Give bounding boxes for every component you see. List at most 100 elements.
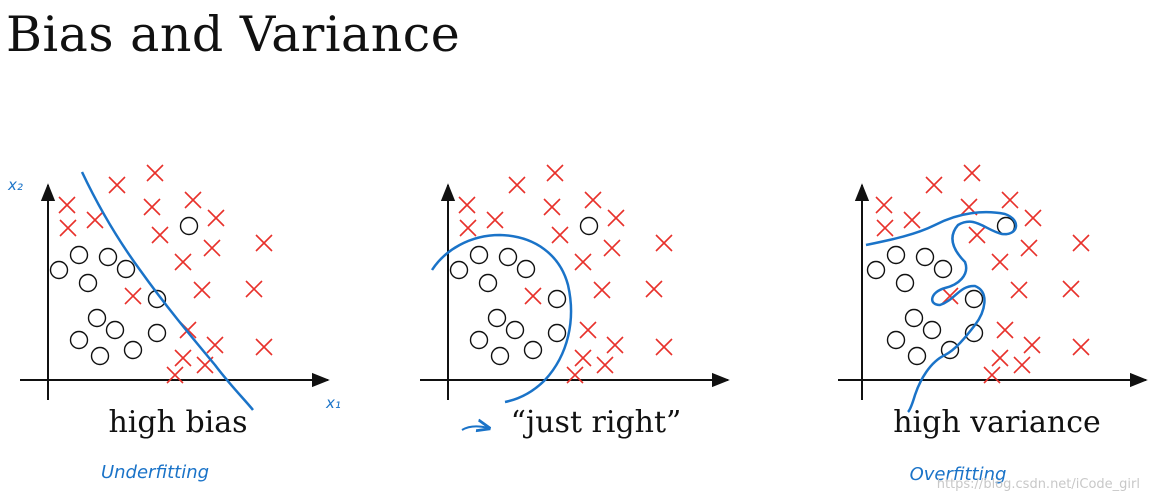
cross-marker — [203, 239, 221, 257]
cross-marker — [941, 287, 959, 305]
curved-decision-boundary — [430, 233, 573, 404]
circle-marker — [487, 308, 507, 328]
cross-marker — [174, 253, 192, 271]
cross-marker — [655, 338, 673, 356]
cross-marker — [255, 234, 273, 252]
circle-marker — [78, 273, 98, 293]
panel-just-right: “just right” — [420, 164, 730, 440]
circle-marker — [922, 320, 942, 340]
cross-marker — [459, 219, 477, 237]
circle-marker — [516, 259, 536, 279]
circle-marker — [123, 340, 143, 360]
cross-marker — [1024, 209, 1042, 227]
cross-marker — [508, 176, 526, 194]
cross-marker — [968, 226, 986, 244]
circle-marker — [866, 260, 886, 280]
panel-high-variance: high variance Overfitting — [838, 164, 1148, 485]
cross-marker — [593, 281, 611, 299]
circle-marker — [505, 320, 525, 340]
cross-marker — [566, 366, 584, 384]
circle-marker — [147, 289, 167, 309]
cross-marker — [543, 198, 561, 216]
cross-marker — [58, 196, 76, 214]
cross-marker — [1072, 234, 1090, 252]
caption-high-variance: high variance — [893, 405, 1101, 440]
cross-marker — [603, 239, 621, 257]
circle-marker — [886, 245, 906, 265]
overfit-decision-boundary — [865, 210, 1018, 413]
circle-marker — [915, 247, 935, 267]
circle-marker — [449, 260, 469, 280]
cross-marker — [584, 191, 602, 209]
panel-high-bias: x₂ x₁ high bias Underfitting — [7, 164, 341, 483]
cross-marker — [875, 196, 893, 214]
circle-marker — [547, 323, 567, 343]
cross-marker — [146, 164, 164, 182]
data-points-panel-2 — [449, 164, 673, 384]
circle-marker — [69, 330, 89, 350]
cross-marker — [245, 280, 263, 298]
caption-just-right: “just right” — [511, 405, 682, 440]
circle-marker — [98, 247, 118, 267]
data-points-panel-3 — [866, 164, 1090, 384]
cross-marker — [151, 226, 169, 244]
cross-marker — [645, 280, 663, 298]
circle-marker — [964, 289, 984, 309]
cross-marker — [86, 211, 104, 229]
linear-decision-boundary — [80, 171, 254, 411]
circle-marker — [116, 259, 136, 279]
cross-marker — [546, 164, 564, 182]
cross-marker — [574, 253, 592, 271]
data-points-panel-1 — [49, 164, 273, 384]
circle-marker — [907, 346, 927, 366]
cross-marker — [963, 164, 981, 182]
cross-marker — [143, 198, 161, 216]
cross-marker — [1072, 338, 1090, 356]
circle-marker — [895, 273, 915, 293]
cross-marker — [193, 281, 211, 299]
cross-marker — [596, 356, 614, 374]
cross-marker — [1020, 239, 1038, 257]
circle-marker — [49, 260, 69, 280]
cross-marker — [1013, 356, 1031, 374]
circle-marker — [179, 216, 199, 236]
circle-marker — [933, 259, 953, 279]
annotation-underfitting: Underfitting — [101, 462, 209, 483]
cross-marker — [991, 253, 1009, 271]
cross-marker — [166, 366, 184, 384]
cross-marker — [655, 234, 673, 252]
circle-marker — [69, 245, 89, 265]
cross-marker — [1023, 336, 1041, 354]
cross-marker — [1010, 281, 1028, 299]
annotation-overfitting: Overfitting — [910, 464, 1007, 485]
circle-marker — [523, 340, 543, 360]
cross-marker — [579, 321, 597, 339]
axis-label-x2: x₂ — [7, 176, 23, 194]
cross-marker — [551, 226, 569, 244]
cross-marker — [108, 176, 126, 194]
circle-marker — [478, 273, 498, 293]
circle-marker — [904, 308, 924, 328]
circle-marker — [547, 289, 567, 309]
cross-marker — [207, 209, 225, 227]
circle-marker — [105, 320, 125, 340]
circle-marker — [490, 346, 510, 366]
circle-marker — [469, 330, 489, 350]
cross-marker — [524, 287, 542, 305]
circle-marker — [886, 330, 906, 350]
cross-marker — [174, 349, 192, 367]
cross-marker — [903, 211, 921, 229]
slide-title: Bias and Variance — [6, 6, 461, 63]
circle-marker — [147, 323, 167, 343]
cross-marker — [983, 366, 1001, 384]
circle-marker — [87, 308, 107, 328]
cross-marker — [1001, 191, 1019, 209]
cross-marker — [607, 209, 625, 227]
cross-marker — [1062, 280, 1080, 298]
cross-marker — [996, 321, 1014, 339]
circle-marker — [469, 245, 489, 265]
cross-marker — [184, 191, 202, 209]
circle-marker — [940, 340, 960, 360]
circle-marker — [90, 346, 110, 366]
